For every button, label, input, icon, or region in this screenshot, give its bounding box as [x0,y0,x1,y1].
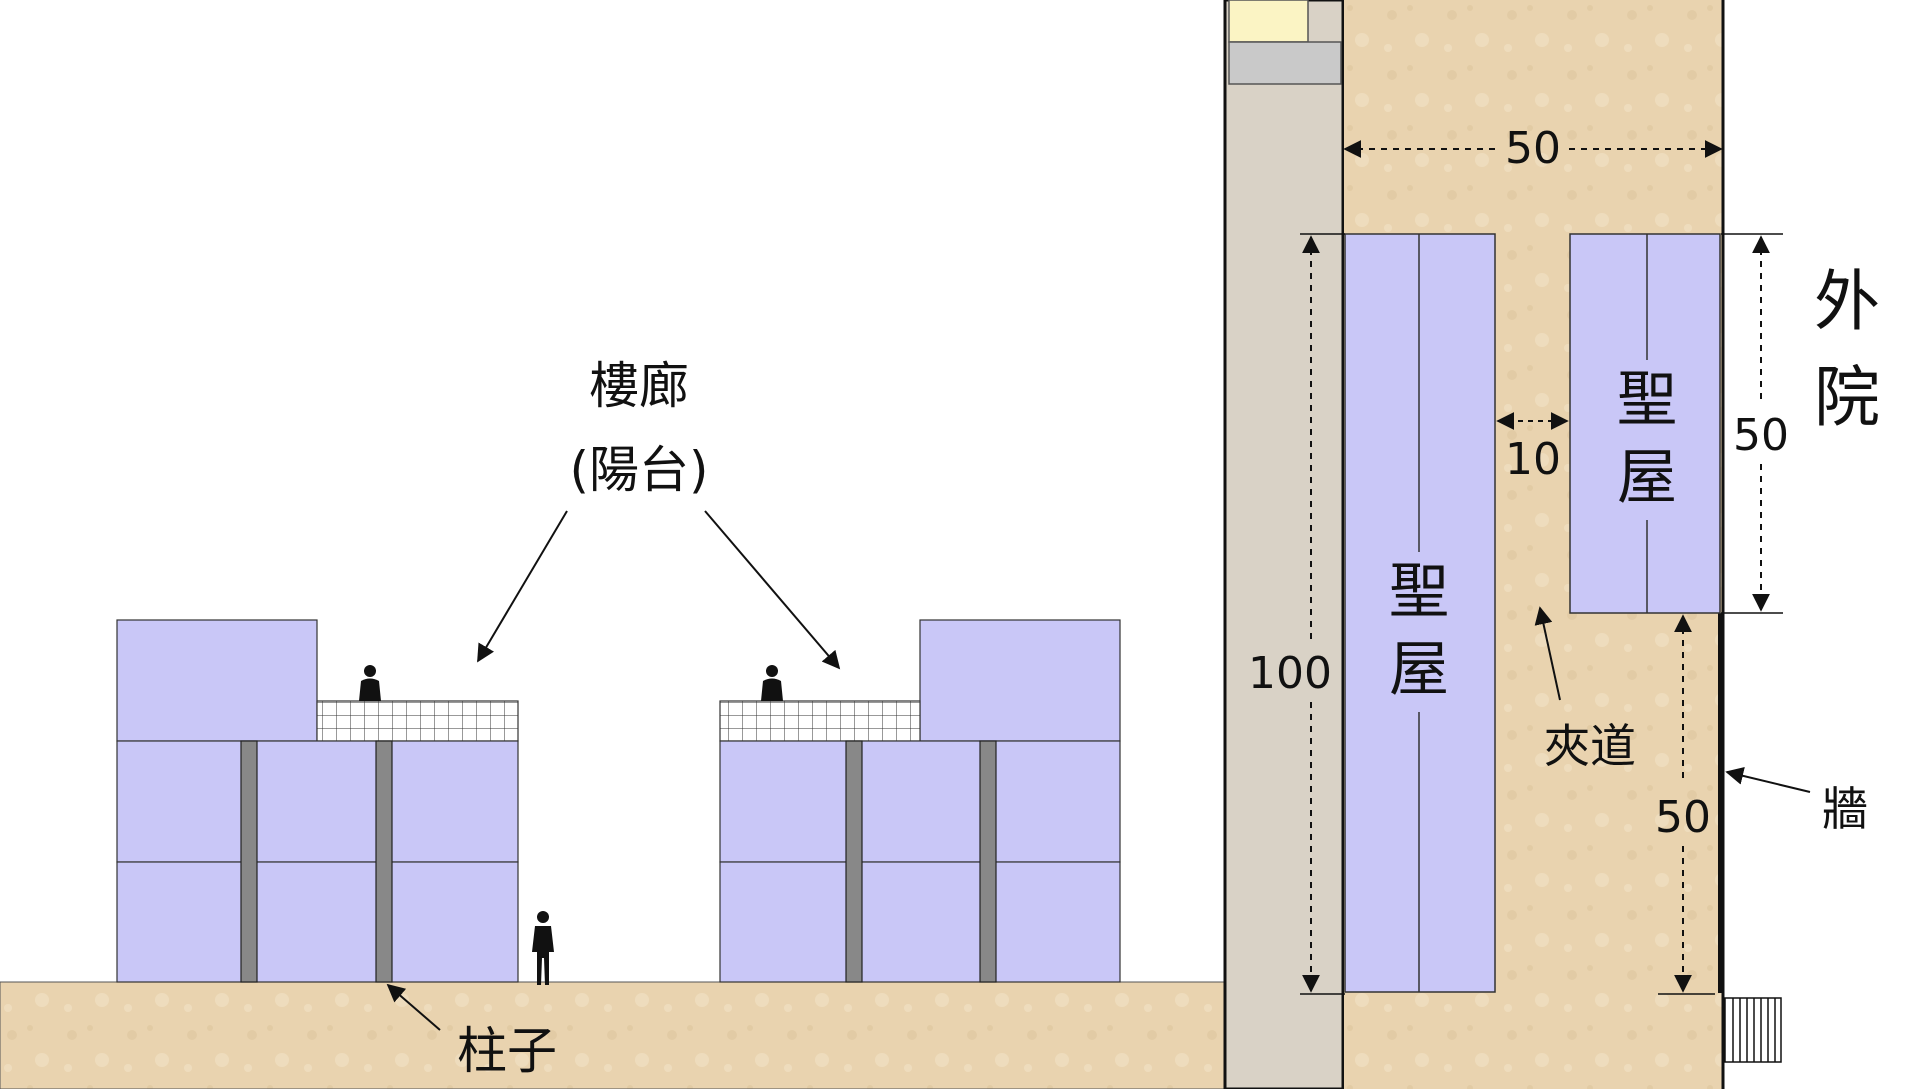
wall-arrow [1725,767,1811,793]
outer-court-char-1: 外 [1814,263,1880,340]
dimension-top-width: 50 [1505,123,1561,174]
dimension-gap: 10 [1505,434,1561,485]
holy-room-left-char-2: 屋 [1389,635,1449,705]
pillar-arrow [386,983,441,1031]
outer-court-ground [1725,0,1915,1089]
dimension-right-length: 50 [1733,410,1789,461]
pillar [240,740,258,983]
ground-strip [0,981,1226,1089]
pillar [979,740,997,983]
ground-floor-left [116,861,519,983]
holy-room-left [1344,233,1496,993]
passage-label: 夾道 [1544,719,1636,773]
plan-view: 聖 屋 聖 屋 50 10 100 50 50 夾道 [1223,0,1915,1089]
outer-strip [1223,0,1345,1089]
pillar-label: 柱子 [457,1022,557,1080]
gallery-sublabel: (陽台) [569,441,708,499]
pillar [375,740,393,983]
wall-label: 牆 [1822,782,1868,836]
person-icon [359,665,381,701]
person-icon [532,911,554,985]
holy-room-left-char-1: 聖 [1389,557,1449,627]
steps-icon [1724,997,1782,1063]
balcony-railing-left [316,700,519,742]
ground-floor-right [719,861,1121,983]
gallery-arrow-right [704,510,841,670]
middle-floor-right [719,740,1121,863]
holy-room-right-char-1: 聖 [1617,365,1677,435]
holy-room-right [1569,233,1721,614]
corner-ledge [1228,41,1342,85]
pillar [845,740,863,983]
dimension-lower-length: 50 [1655,792,1711,843]
left-building [116,619,519,983]
right-building [719,619,1121,983]
dimension-left-length: 100 [1248,648,1332,699]
outer-court-char-2: 院 [1814,359,1880,436]
balcony-railing-right [719,700,921,742]
elevation-view: 樓廊 (陽台) 柱子 [0,357,1226,1089]
middle-floor-left [116,740,519,863]
passage-arrow [1534,606,1561,701]
upper-room-right [919,619,1121,742]
holy-room-right-char-2: 屋 [1617,443,1677,513]
corner-block [1228,0,1309,43]
gallery-arrow-left [477,510,568,663]
gallery-label: 樓廊 [589,357,689,415]
upper-room-left [116,619,318,742]
person-icon [761,665,783,701]
